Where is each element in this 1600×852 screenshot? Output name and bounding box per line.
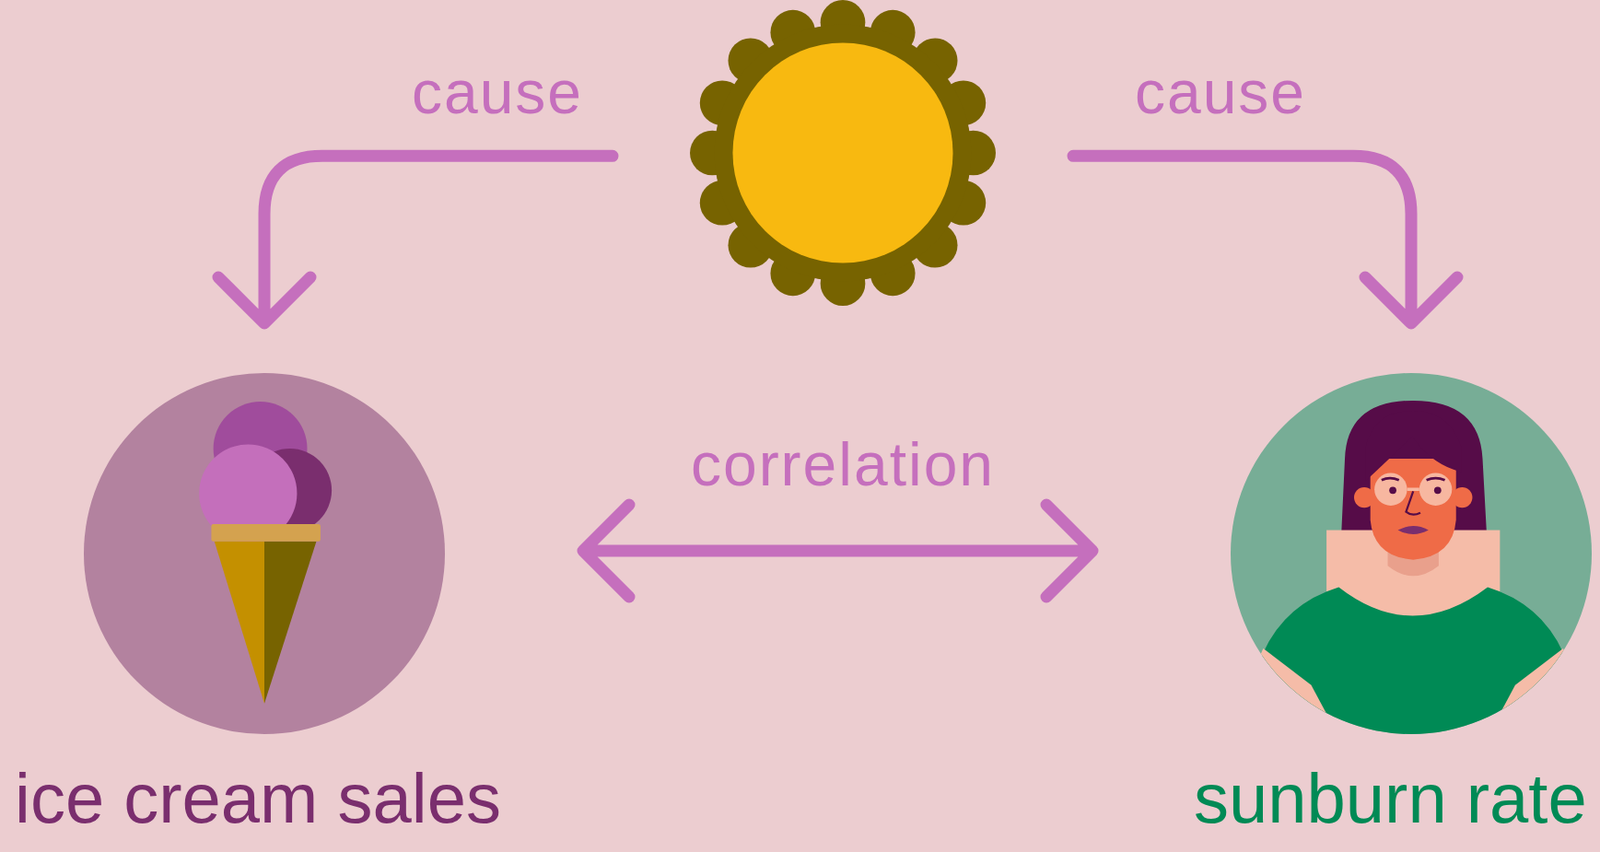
ice-cream-illustration: [83, 373, 445, 735]
shirt: [1234, 587, 1592, 735]
correlation-arrow: [583, 504, 1093, 597]
brow: [1381, 478, 1400, 480]
sun-node: [689, 0, 996, 306]
arm: [1499, 648, 1600, 735]
edge-label: correlation: [690, 433, 995, 495]
face: [1370, 458, 1457, 561]
cause-arrow: [1073, 155, 1458, 324]
person-illustration: [1230, 373, 1592, 735]
eye: [1389, 486, 1397, 494]
glasses-bridge: [1407, 488, 1420, 491]
node-label: ice cream sales: [14, 763, 502, 834]
ice-cream-circle: [83, 373, 445, 735]
cone-left: [214, 541, 265, 704]
mouth: [1398, 525, 1429, 535]
glasses: [1374, 473, 1407, 506]
nose: [1405, 490, 1421, 514]
cause-arrow: [218, 155, 613, 324]
edge-label: cause: [411, 61, 584, 123]
eye: [1434, 486, 1442, 494]
person: [1224, 400, 1600, 735]
cone-rim: [210, 524, 320, 542]
sun-ring: [714, 24, 972, 282]
glasses: [1419, 473, 1452, 506]
sun-disc: [732, 42, 953, 263]
sun-rays: [689, 0, 996, 306]
ice-cream-node: ice cream sales: [83, 373, 445, 735]
arm: [1224, 648, 1327, 735]
brow: [1426, 478, 1446, 480]
cone-right: [264, 541, 316, 704]
bangs: [1365, 410, 1461, 481]
sun-illustration: [689, 0, 996, 306]
node-label: sunburn rate: [1193, 763, 1588, 834]
sunburn-node: sunburn rate: [1230, 373, 1592, 735]
edge-label: cause: [1134, 61, 1307, 123]
